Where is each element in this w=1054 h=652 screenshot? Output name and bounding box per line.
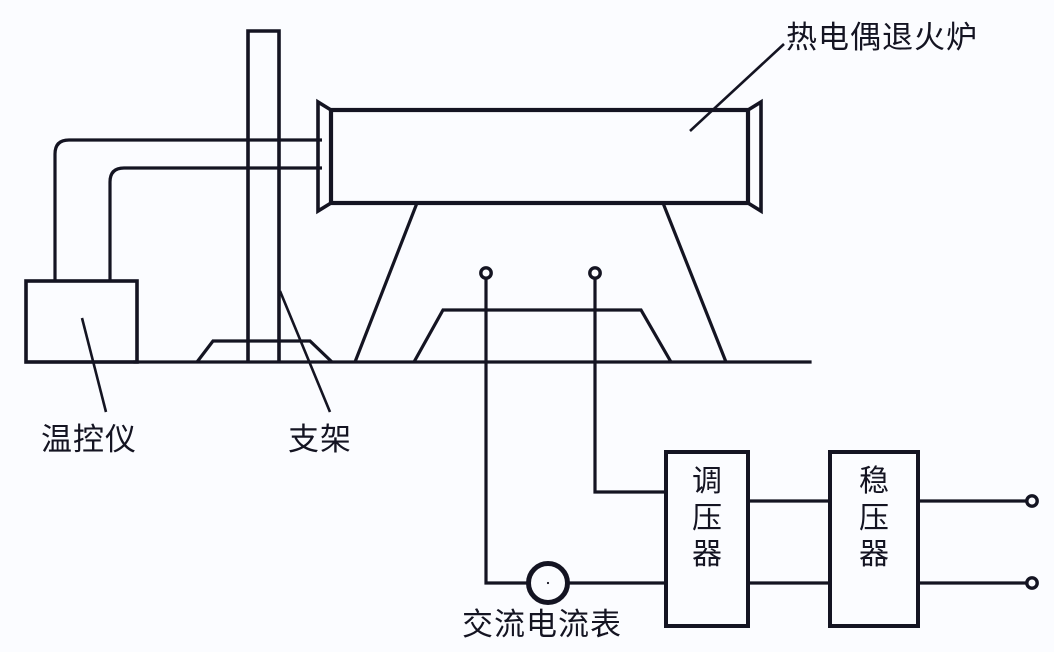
terminal-platform — [412, 308, 673, 363]
callout-line-temperature-controller — [80, 317, 108, 413]
furnace-left-flange — [316, 98, 333, 215]
label-bracket: 支架 — [288, 422, 352, 457]
furnace-body — [328, 107, 751, 206]
temperature-controller-box — [24, 279, 139, 364]
output-terminal-lower — [1025, 576, 1039, 590]
callout-line-furnace — [689, 43, 785, 132]
wire-left-terminal-to-ammeter — [484, 362, 528, 585]
ac-ammeter-center-dot — [546, 581, 550, 585]
label-ac-ammeter: 交流电流表 — [462, 607, 622, 642]
label-char: 压 — [692, 501, 722, 535]
label-char: 稳 — [859, 465, 889, 498]
output-terminal-upper — [1025, 494, 1039, 508]
terminal-post-left-knob — [479, 266, 493, 280]
furnace-leg-right — [661, 202, 728, 363]
label-voltage-regulator: 调压器 — [666, 464, 748, 574]
label-char: 压 — [859, 501, 889, 535]
label-furnace: 热电偶退火炉 — [786, 20, 978, 55]
label-char: 调 — [692, 465, 722, 498]
label-temperature-controller: 温控仪 — [41, 422, 137, 457]
label-char: 器 — [692, 538, 722, 572]
voltage-stabilizer-box — [828, 450, 920, 628]
voltage-regulator-box — [664, 450, 750, 628]
label-voltage-stabilizer: 稳压器 — [830, 464, 918, 574]
support-post-column — [246, 29, 281, 362]
label-char: 器 — [859, 538, 889, 572]
terminal-post-right-knob — [588, 266, 602, 280]
wire-right-terminal-to-regulator — [593, 362, 666, 494]
support-post-base — [195, 339, 334, 364]
furnace-leg-left — [353, 202, 419, 363]
lower-pipe — [108, 166, 322, 281]
furnace-right-flange — [746, 98, 763, 215]
callout-line-bracket — [278, 290, 332, 413]
upper-pipe — [53, 138, 322, 281]
